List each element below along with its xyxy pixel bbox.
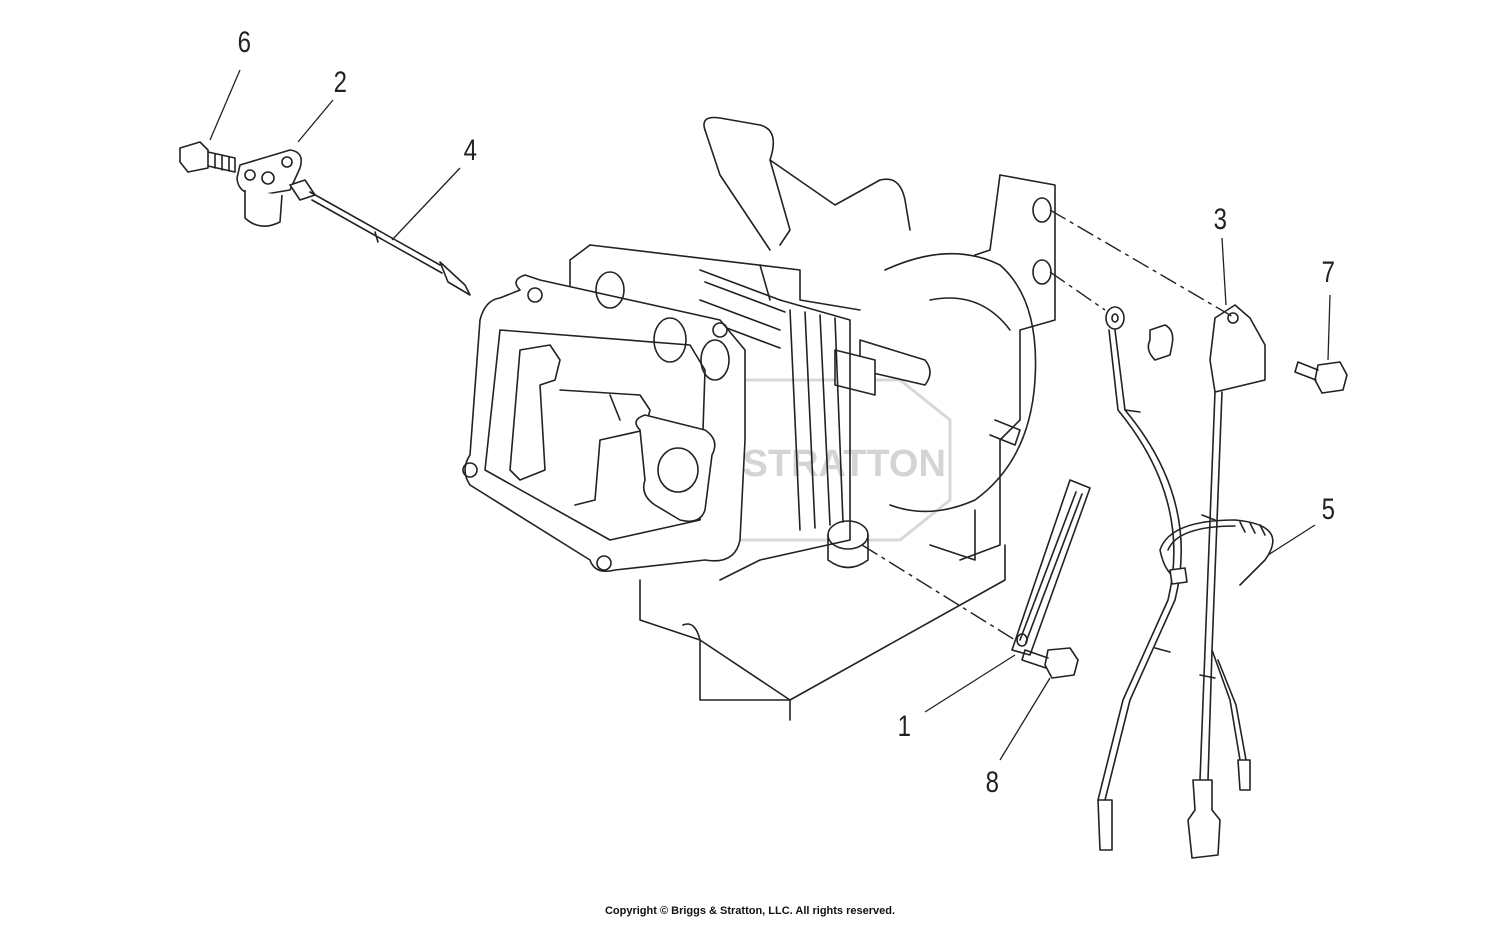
part-5-cable-tie [1159,519,1274,586]
callout-5: 5 [1321,493,1336,526]
assembly-lines [861,209,1236,641]
part-6-bolt [179,141,236,173]
copyright-notice: Copyright © Briggs & Stratton, LLC. All … [604,905,896,917]
engine-block [639,116,1056,721]
callout-7: 7 [1321,256,1336,289]
callout-1: 1 [897,710,912,743]
callout-3: 3 [1213,203,1228,236]
part-7-bolt [1294,361,1348,394]
cylinder-head [462,244,861,581]
ground-lead-wire [1097,306,1183,851]
leader-lines [209,69,1331,761]
callout-2: 2 [333,66,348,99]
part-2-switch-body [236,149,303,227]
callout-4: 4 [463,134,478,167]
part-1-bracket [1011,479,1091,656]
part-8-bolt [1021,647,1079,679]
part-4-probe [289,179,471,296]
part-3-module [1187,304,1266,859]
callout-6: 6 [237,26,252,59]
callout-8: 8 [985,766,1000,799]
